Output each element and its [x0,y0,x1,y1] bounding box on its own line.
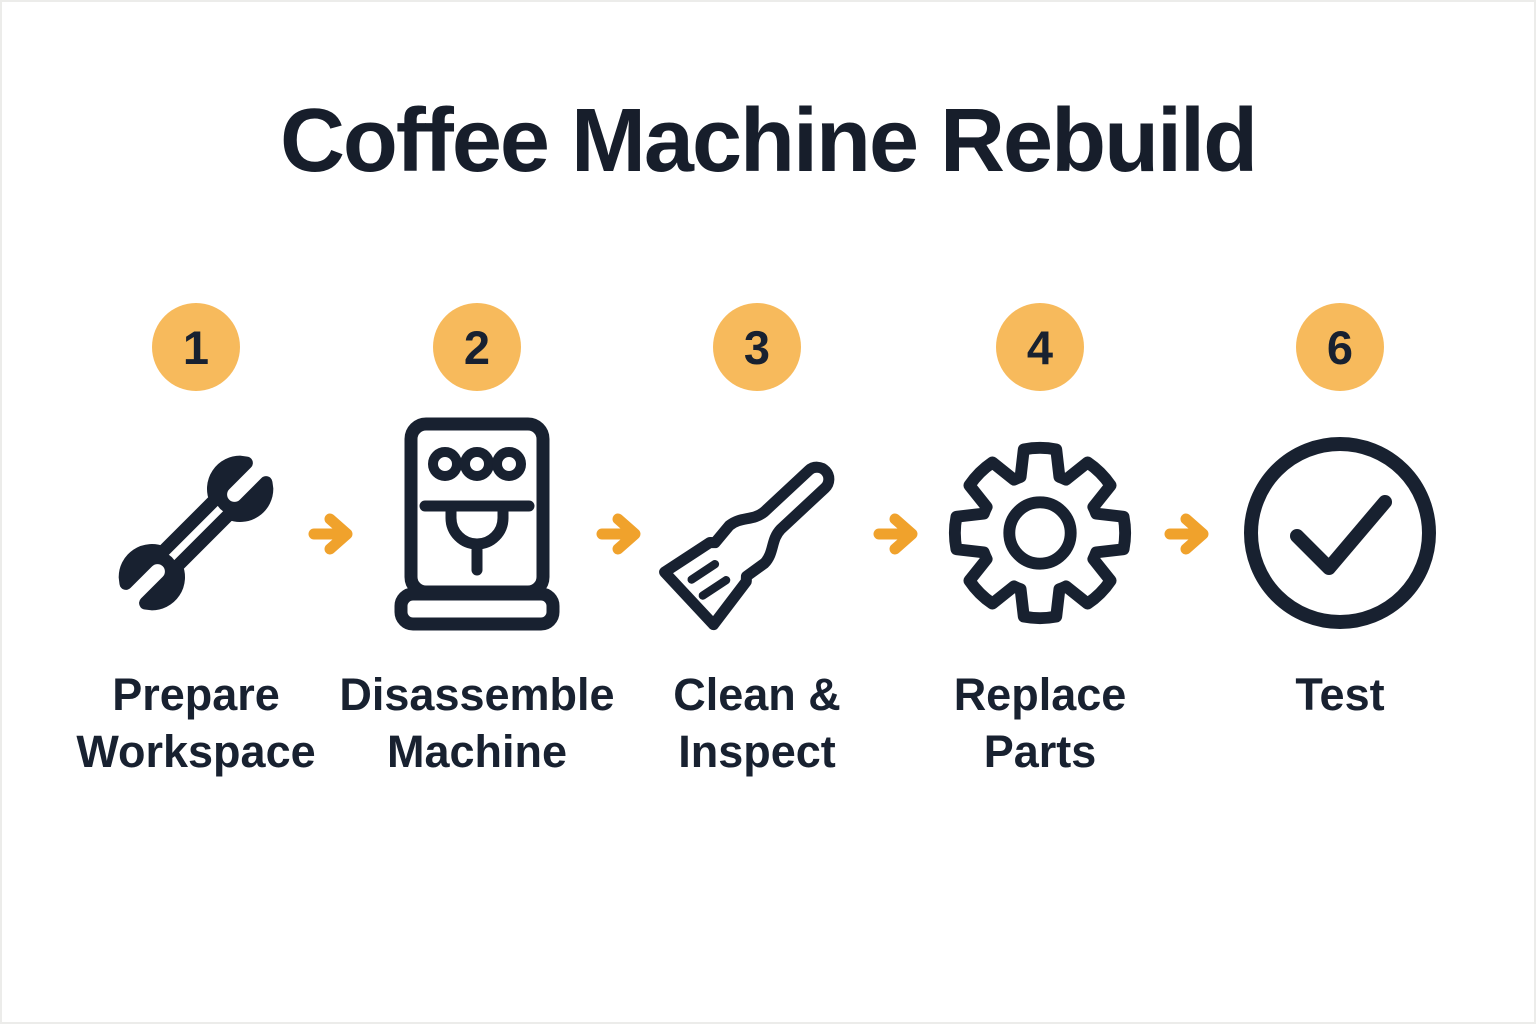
step-label: Clean & Inspect [577,666,937,780]
step-label-line1: Disassemble [339,669,615,720]
brush-icon [597,414,917,652]
step-label-line2: Parts [983,726,1097,777]
step-clean-inspect: 3 Clean & Inspect [597,2,917,1022]
right-arrow-icon [873,510,925,558]
step-label-line2: Inspect [678,726,836,777]
gear-icon [880,414,1200,652]
wrench-icon [36,414,356,652]
step-number: 6 [1326,320,1354,374]
step-label-line1: Clean & [673,669,841,720]
step-label: Replace Parts [860,666,1220,780]
coffee-machine-icon [317,414,637,652]
step-number-badge: 6 [1296,303,1384,391]
step-number-badge: 1 [152,303,240,391]
step-label-line1: Prepare [112,669,280,720]
step-label-line1: Replace [953,669,1127,720]
right-arrow-icon [308,510,360,558]
step-number-badge: 4 [996,303,1084,391]
step-label: Disassemble Machine [297,666,657,780]
step-number: 4 [1026,320,1054,374]
step-label-line2: Machine [386,726,568,777]
step-number: 3 [743,320,771,374]
step-label: Test [1160,666,1520,723]
step-number-badge: 2 [433,303,521,391]
step-number: 2 [463,320,491,374]
step-number: 1 [182,320,210,374]
step-label-line1: Test [1295,669,1385,720]
step-number-badge: 3 [713,303,801,391]
right-arrow-icon [596,510,648,558]
step-disassemble-machine: 2 Disassemble Machine [317,2,637,1022]
step-label: Prepare Workspace [16,666,376,780]
step-test: 6 Test [1180,2,1500,1022]
step-replace-parts: 4 Replace Parts [880,2,1200,1022]
step-label-line2: Workspace [76,726,316,777]
right-arrow-icon [1164,510,1216,558]
page-title: Coffee Machine Rebuild [279,91,1258,191]
check-circle-icon [1180,414,1500,652]
step-prepare-workspace: 1 Prepare Workspace [36,2,356,1022]
